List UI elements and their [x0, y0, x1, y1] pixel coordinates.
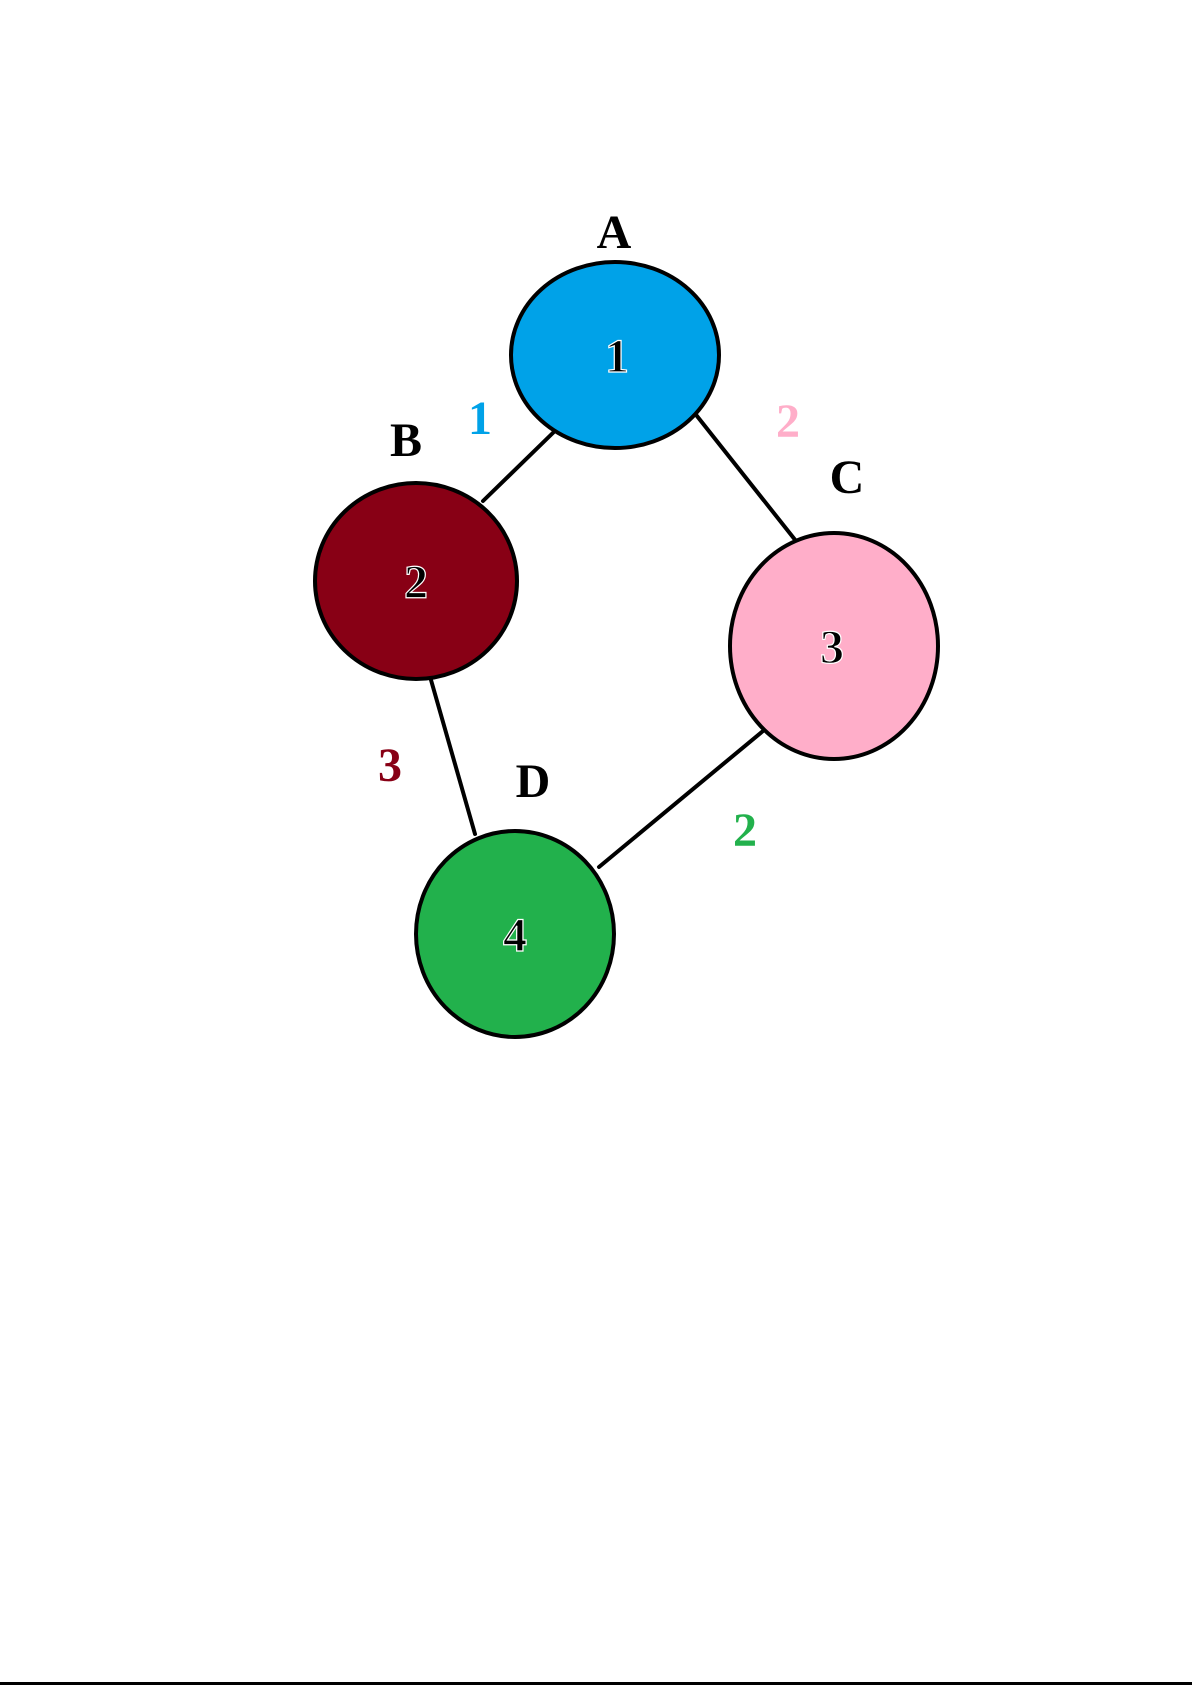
node-number-b: 2: [404, 556, 428, 609]
edge-c-d: [597, 729, 765, 869]
edge-a-c: [691, 409, 798, 543]
bottom-border: [0, 1682, 1192, 1685]
edge-weight-a-b: 1: [468, 392, 492, 445]
node-label-b: B: [390, 414, 422, 467]
edge-weight-b-d: 3: [378, 739, 402, 792]
node-a: [509, 260, 721, 450]
node-number-d: 4: [503, 909, 527, 962]
node-b: [313, 481, 519, 681]
node-c: [728, 531, 940, 761]
edge-weight-c-d: 2: [733, 804, 757, 857]
node-d: [414, 829, 616, 1039]
edge-a-b: [481, 424, 562, 503]
node-number-a: 1: [605, 330, 629, 383]
node-label-d: D: [516, 755, 551, 808]
node-label-c: C: [830, 451, 865, 504]
node-number-c: 3: [820, 621, 844, 674]
node-label-a: A: [597, 206, 632, 259]
edge-b-d: [429, 678, 477, 836]
edge-weight-a-c: 2: [776, 395, 800, 448]
